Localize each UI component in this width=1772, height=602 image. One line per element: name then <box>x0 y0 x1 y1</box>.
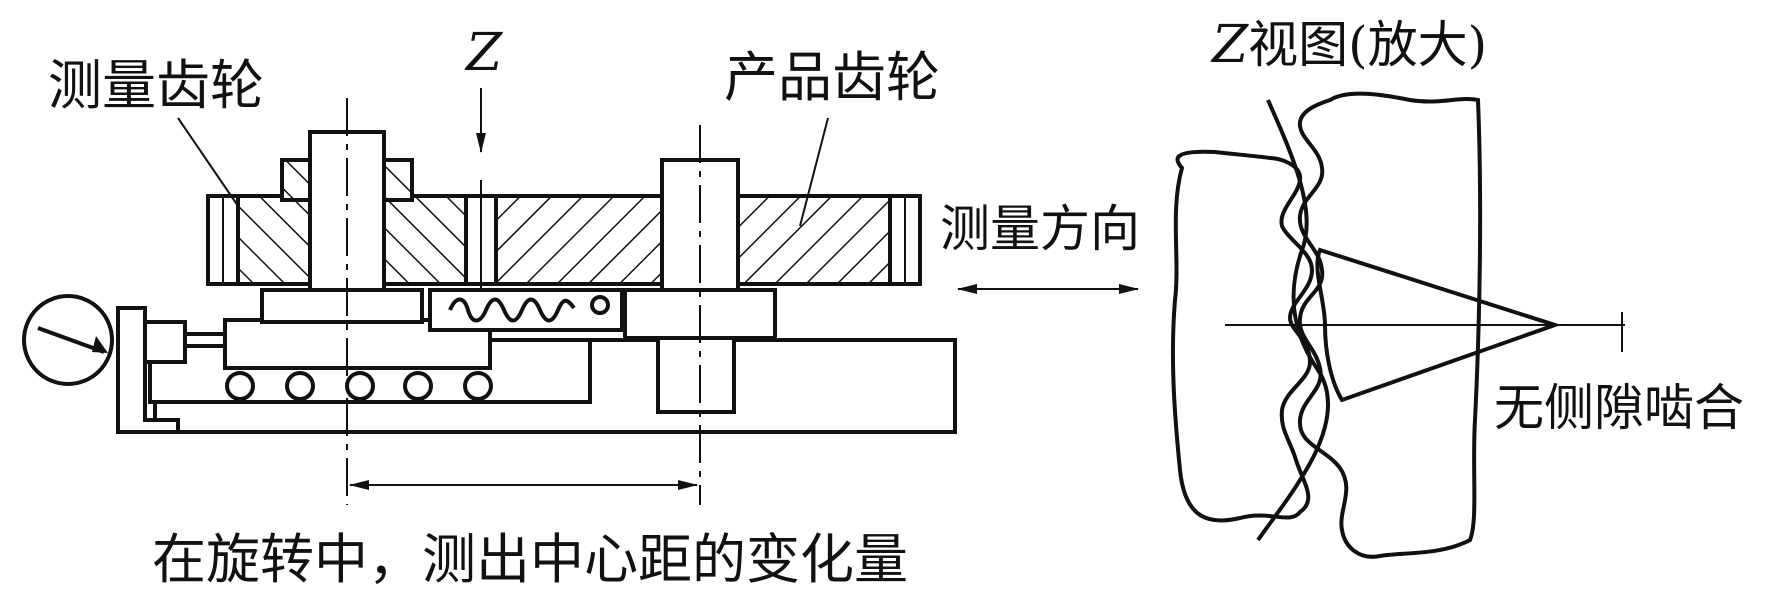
roller-icon <box>225 371 493 401</box>
z-marker-label: Z <box>464 23 503 83</box>
tooth-cone <box>1315 247 1562 403</box>
caption: 在旋转中，测出中心距的变化量 <box>152 528 908 591</box>
spring-icon <box>448 297 576 323</box>
dial-gauge-icon <box>22 294 114 386</box>
measuring-gear-leader <box>177 117 239 207</box>
z-view-title: Z视图(放大) <box>1210 15 1487 75</box>
product-gear-label: 产品齿轮 <box>724 46 940 109</box>
left-gear-profile <box>1170 149 1315 523</box>
measuring-gear-label: 测量齿轮 <box>48 54 264 117</box>
right-shaft-lower <box>656 336 736 414</box>
instrument-assembly <box>22 88 957 505</box>
product-gear-leader <box>799 117 829 227</box>
z-view-title-italic: Z <box>1210 15 1249 75</box>
measuring-direction-label: 测量方向 <box>940 200 1140 258</box>
gauge-bracket <box>116 306 180 434</box>
gauge-stem <box>143 320 187 364</box>
spring-housing <box>428 288 624 332</box>
z-view-enlarged <box>1170 91 1625 559</box>
gauge-rod <box>183 332 227 348</box>
right-gear-profile <box>1297 91 1483 559</box>
no-backlash-mesh-label: 无侧隙啮合 <box>1494 379 1744 437</box>
z-view-title-rest: 视图(放大) <box>1248 16 1487 74</box>
left-spindle-base <box>260 288 424 324</box>
